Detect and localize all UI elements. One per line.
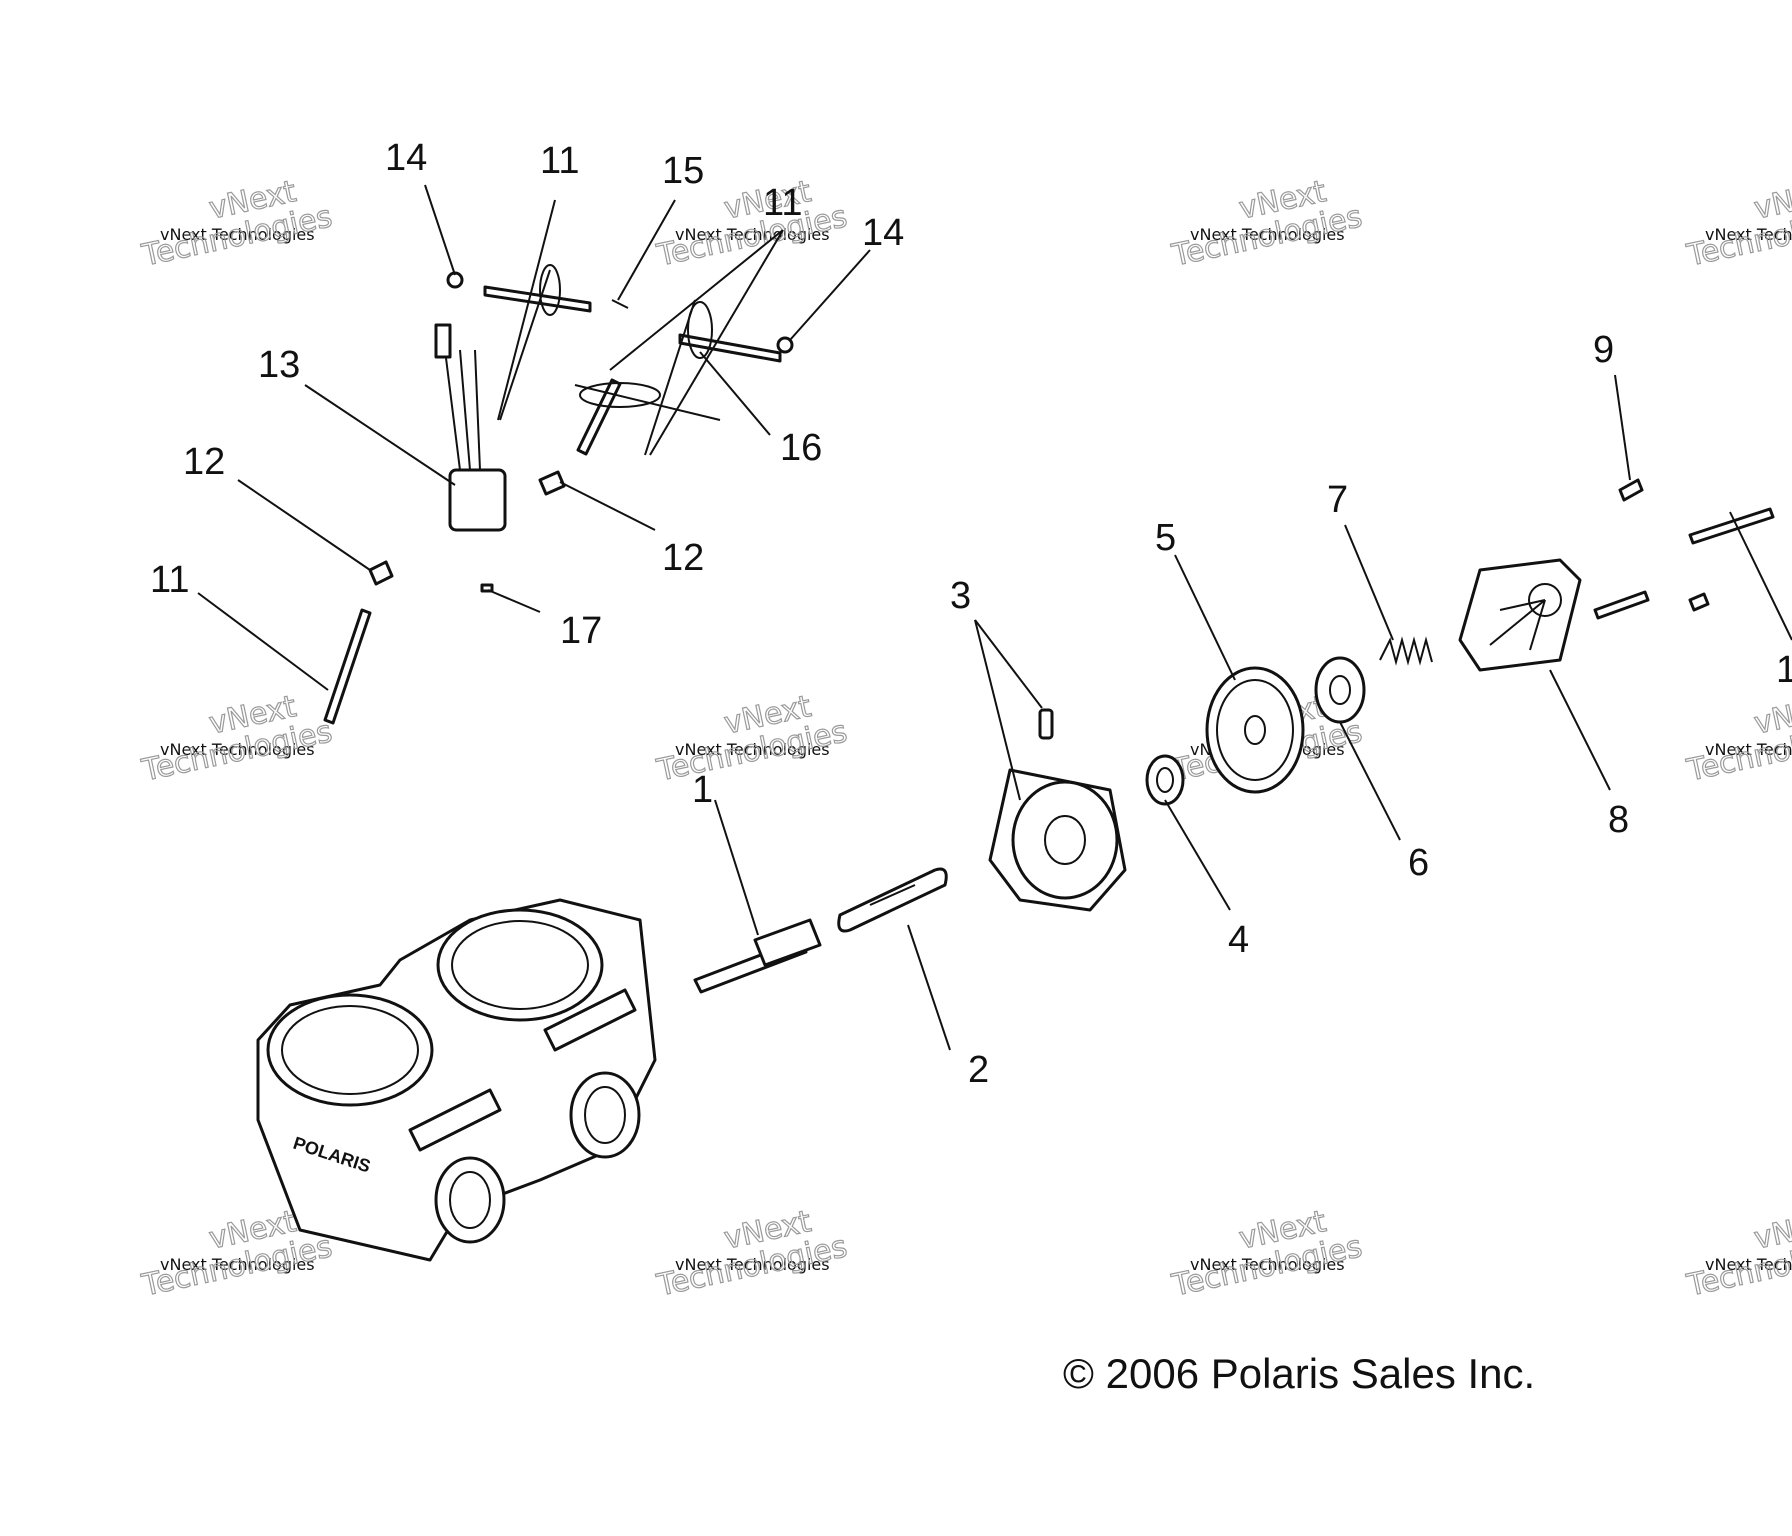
callout-5: 5 bbox=[1155, 517, 1176, 559]
callout-13: 13 bbox=[258, 344, 300, 386]
upper-valve-assembly bbox=[323, 264, 794, 725]
leader-lines bbox=[197, 184, 1792, 1051]
callout-11-top: 11 bbox=[540, 140, 579, 182]
part-4-seal bbox=[1145, 754, 1185, 806]
callout-14-left: 14 bbox=[385, 137, 427, 179]
watermark-text: vNext Technologies bbox=[675, 225, 830, 244]
part-1-shaft bbox=[693, 918, 822, 994]
watermark-text: vNext Technologies bbox=[675, 1255, 830, 1274]
callout-11-right: 11 bbox=[763, 182, 802, 224]
callout-11-left: 11 bbox=[150, 559, 189, 601]
watermark-text: vNext Technologies bbox=[675, 740, 830, 759]
watermark-text: vNext Technologies bbox=[1705, 1255, 1792, 1274]
part-7-spring bbox=[1379, 636, 1433, 666]
watermark-text: vNext Technologies bbox=[1190, 1255, 1345, 1274]
callout-7: 7 bbox=[1327, 479, 1348, 521]
part-6-seal bbox=[1314, 656, 1366, 724]
callout-1: 1 bbox=[692, 769, 713, 811]
watermark-text: vNext Technologies bbox=[160, 1255, 315, 1274]
part-2-gasket bbox=[837, 867, 948, 933]
watermark-text: vNext Technologies bbox=[1705, 225, 1792, 244]
callout-15: 15 bbox=[662, 150, 704, 192]
part-9-bolts bbox=[1593, 478, 1775, 620]
part-3-housing bbox=[988, 708, 1127, 912]
callout-12-left: 12 bbox=[183, 441, 225, 483]
callout-14-right: 14 bbox=[862, 212, 904, 254]
part-5-disc bbox=[1205, 666, 1305, 794]
callout-9: 9 bbox=[1593, 329, 1614, 371]
callout-17: 17 bbox=[560, 610, 602, 652]
callout-12-right: 12 bbox=[662, 537, 704, 579]
watermark-text: vNext Technologies bbox=[160, 740, 315, 759]
watermark-text: vNext Technologies bbox=[1705, 740, 1792, 759]
callout-10-partial: 1 bbox=[1776, 649, 1792, 691]
callout-4: 4 bbox=[1228, 919, 1249, 961]
watermark-text: vNext Technologies bbox=[1190, 225, 1345, 244]
cylinder-block: POLARIS bbox=[256, 898, 657, 1262]
callout-labels: 1 2 3 4 5 6 7 8 9 11 11 11 12 12 13 14 1… bbox=[150, 137, 1792, 1091]
callout-8: 8 bbox=[1608, 799, 1629, 841]
callout-6: 6 bbox=[1408, 842, 1429, 884]
watermark-text: vNext Technologies bbox=[160, 225, 315, 244]
copyright-text: © 2006 Polaris Sales Inc. bbox=[1063, 1350, 1535, 1397]
callout-2: 2 bbox=[968, 1049, 989, 1091]
callout-3: 3 bbox=[950, 575, 971, 617]
part-8-cover bbox=[1458, 558, 1582, 672]
callout-16: 16 bbox=[780, 427, 822, 469]
